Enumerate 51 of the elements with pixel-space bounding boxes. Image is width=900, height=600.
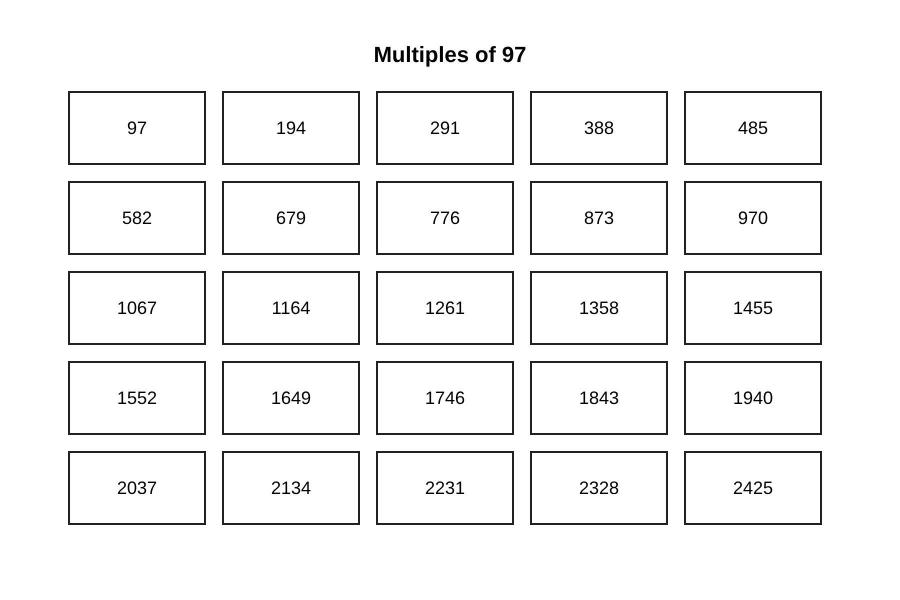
number-box	[376, 361, 514, 435]
number-box	[684, 91, 822, 165]
number-label: 1843	[578, 388, 620, 408]
number-box	[684, 451, 822, 525]
number-label: 2037	[116, 478, 158, 498]
number-box	[68, 91, 206, 165]
number-box	[530, 451, 668, 525]
number-label: 2328	[578, 478, 620, 498]
number-label: 97	[126, 118, 148, 138]
number-label: 485	[738, 118, 768, 138]
number-label: 291	[430, 118, 460, 138]
number-label: 970	[738, 208, 768, 228]
number-label: 1455	[732, 298, 774, 318]
diagram-title: Multiples of 97	[374, 42, 526, 67]
number-label: 776	[430, 208, 460, 228]
number-box	[68, 271, 206, 345]
number-box	[530, 361, 668, 435]
number-label: 2231	[424, 478, 466, 498]
number-box	[222, 451, 360, 525]
number-box	[376, 271, 514, 345]
number-box	[684, 181, 822, 255]
number-box	[684, 271, 822, 345]
number-box	[68, 361, 206, 435]
number-label: 194	[276, 118, 306, 138]
number-box	[530, 91, 668, 165]
number-box	[68, 181, 206, 255]
number-label: 2134	[270, 478, 312, 498]
number-box	[222, 181, 360, 255]
number-box	[222, 91, 360, 165]
number-label: 1552	[116, 388, 158, 408]
number-label: 1746	[424, 388, 466, 408]
number-label: 1164	[272, 298, 310, 318]
number-box	[222, 271, 360, 345]
number-box	[376, 91, 514, 165]
number-box	[530, 271, 668, 345]
number-label: 1358	[578, 298, 620, 318]
number-box	[376, 451, 514, 525]
number-box	[376, 181, 514, 255]
number-label: 1067	[116, 298, 158, 318]
number-box	[68, 451, 206, 525]
number-box	[530, 181, 668, 255]
number-label: 873	[584, 208, 614, 228]
number-box	[684, 361, 822, 435]
number-label: 2425	[732, 478, 774, 498]
number-label: 1261	[424, 298, 466, 318]
number-label: 582	[122, 208, 152, 228]
number-label: 1940	[732, 388, 774, 408]
number-label: 1649	[270, 388, 312, 408]
number-box	[222, 361, 360, 435]
number-label: 679	[276, 208, 306, 228]
number-label: 388	[584, 118, 614, 138]
